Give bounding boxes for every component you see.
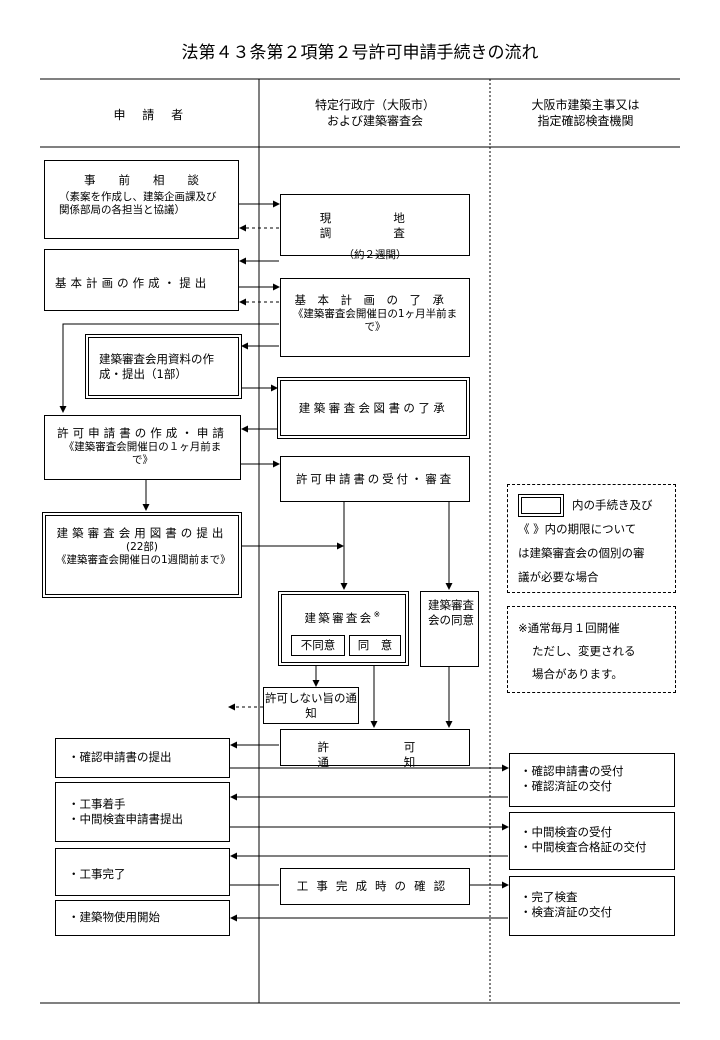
column-header-government-line1: 特定行政庁（大阪市） <box>314 98 435 112</box>
council-drawings-submit-title: 建築審査会用図書の提出 <box>56 526 228 540</box>
building-council-note-mark: ※ <box>373 610 383 619</box>
confirm-receive-line2: ・確認済証の交付 <box>520 779 612 793</box>
permit-application-box: 許可申請書の作成・申請 《建築審査会開催日の１ヶ月前まで》 <box>44 415 241 480</box>
meeting-note-line3: 場合があります。 <box>532 667 623 681</box>
council-materials-box: 建築審査会用資料の作成・提出（1部） <box>85 334 242 399</box>
meeting-note-line2: ただし、変更される <box>532 644 636 658</box>
council-consent-box: 建築審査会の同意 <box>420 591 479 667</box>
construction-start-box: ・工事着手 ・中間検査申請書提出 <box>55 782 230 842</box>
construction-start-line2: ・中間検査申請書提出 <box>68 812 183 826</box>
final-inspection-line2: ・検査済証の交付 <box>520 905 612 919</box>
legend-line4: 議が必要な場合 <box>518 570 599 584</box>
legend-line2: 《 》内の期限について <box>518 522 637 536</box>
prior-consultation-title: 事 前 相 談 <box>84 173 199 187</box>
column-header-inspector-line1: 大阪市建築主事又は <box>531 98 640 112</box>
site-survey-box: 現 地 調 査 （約２週間） <box>280 194 470 261</box>
mid-inspection-line2: ・中間検査合格証の交付 <box>520 840 647 854</box>
site-survey-duration: （約２週間） <box>343 249 407 261</box>
meeting-note-line1: ※通常毎月１回開催 <box>518 621 620 635</box>
prior-consultation-note: （素案を作成し、建築企画課及び関係部局の各担当と協議） <box>59 191 217 216</box>
council-drawings-submit-copies: (22部) <box>125 541 159 553</box>
meeting-frequency-note-box: ※通常毎月１回開催 ただし、変更される 場合があります。 <box>507 606 676 693</box>
confirm-application-box: ・確認申請書の提出 <box>55 738 230 778</box>
prior-consultation-box: 事 前 相 談 （素案を作成し、建築企画課及び関係部局の各担当と協議） <box>44 160 239 239</box>
basic-plan-approval-box: 基本計画の了承 《建築審査会開催日の1ヶ月半前まで》 <box>280 278 470 357</box>
site-survey-title: 現 地 調 査 <box>319 211 468 240</box>
legend-note-box: 内の手続き及び 《 》内の期限について は建築審査会の個別の審 議が必要な場合 <box>507 484 676 593</box>
column-header-inspector-line2: 指定確認検査機関 <box>537 114 634 128</box>
completion-check-box: 工事完成時の確認 <box>280 868 470 905</box>
final-inspection-line1: ・完了検査 <box>520 890 578 904</box>
permit-notice-box: 許 可 通 知 <box>280 729 473 769</box>
confirm-receive-box: ・確認申請書の受付 ・確認済証の交付 <box>509 753 675 807</box>
council-drawings-submit-deadline: 《建築審査会開催日の1週間前まで》 <box>56 554 231 566</box>
permit-receive-review-box: 許可申請書の受付・審査 <box>280 456 470 502</box>
page-title: 法第４３条第２項第２号許可申請手続きの流れ <box>181 43 539 63</box>
column-header-government-line2: および建築審査会 <box>326 114 423 128</box>
disagree-box: 不同意 <box>291 635 345 656</box>
column-header-inspector: 大阪市建築主事又は 指定確認検査機関 <box>491 97 680 129</box>
construction-complete-box: ・工事完了 <box>55 848 230 896</box>
building-use-start-box: ・建築物使用開始 <box>55 900 230 936</box>
double-border-legend-swatch <box>518 494 564 517</box>
basic-plan-submit-box: 基本計画の作成・提出 <box>44 249 239 311</box>
basic-plan-approval-deadline: 《建築審査会開催日の1ヶ月半前まで》 <box>292 308 458 333</box>
final-inspection-box: ・完了検査 ・検査済証の交付 <box>509 876 675 936</box>
agree-box: 同 意 <box>349 635 401 656</box>
column-header-applicant: 申 請 者 <box>113 108 186 122</box>
permit-application-deadline: 《建築審査会開催日の１ヶ月前まで》 <box>63 441 222 466</box>
council-drawings-approval-box: 建築審査会図書の了承 <box>277 377 470 439</box>
not-permitted-notice-box: 許可しない旨の通知 <box>263 687 359 724</box>
council-drawings-submit-box: 建築審査会用図書の提出 (22部) 《建築審査会開催日の1週間前まで》 <box>42 512 242 598</box>
building-council-title: 建築審査会※ <box>282 607 405 626</box>
permit-application-title: 許可申請書の作成・申請 <box>57 426 228 440</box>
building-council-title-text: 建築審査会 <box>304 610 374 625</box>
legend-text1: 内の手続き及び <box>572 498 653 512</box>
mid-inspection-line1: ・中間検査の受付 <box>520 825 612 839</box>
legend-line3: は建築審査会の個別の審 <box>518 546 645 560</box>
building-council-box: 建築審査会※ 不同意 同 意 <box>278 591 409 666</box>
legend-line1: 内の手続き及び <box>518 493 669 517</box>
column-header-government: 特定行政庁（大阪市） および建築審査会 <box>260 97 490 129</box>
basic-plan-approval-title: 基本計画の了承 <box>294 293 456 307</box>
mid-inspection-box: ・中間検査の受付 ・中間検査合格証の交付 <box>509 812 675 870</box>
construction-start-line1: ・工事着手 <box>68 797 126 811</box>
confirm-receive-line1: ・確認申請書の受付 <box>520 764 624 778</box>
